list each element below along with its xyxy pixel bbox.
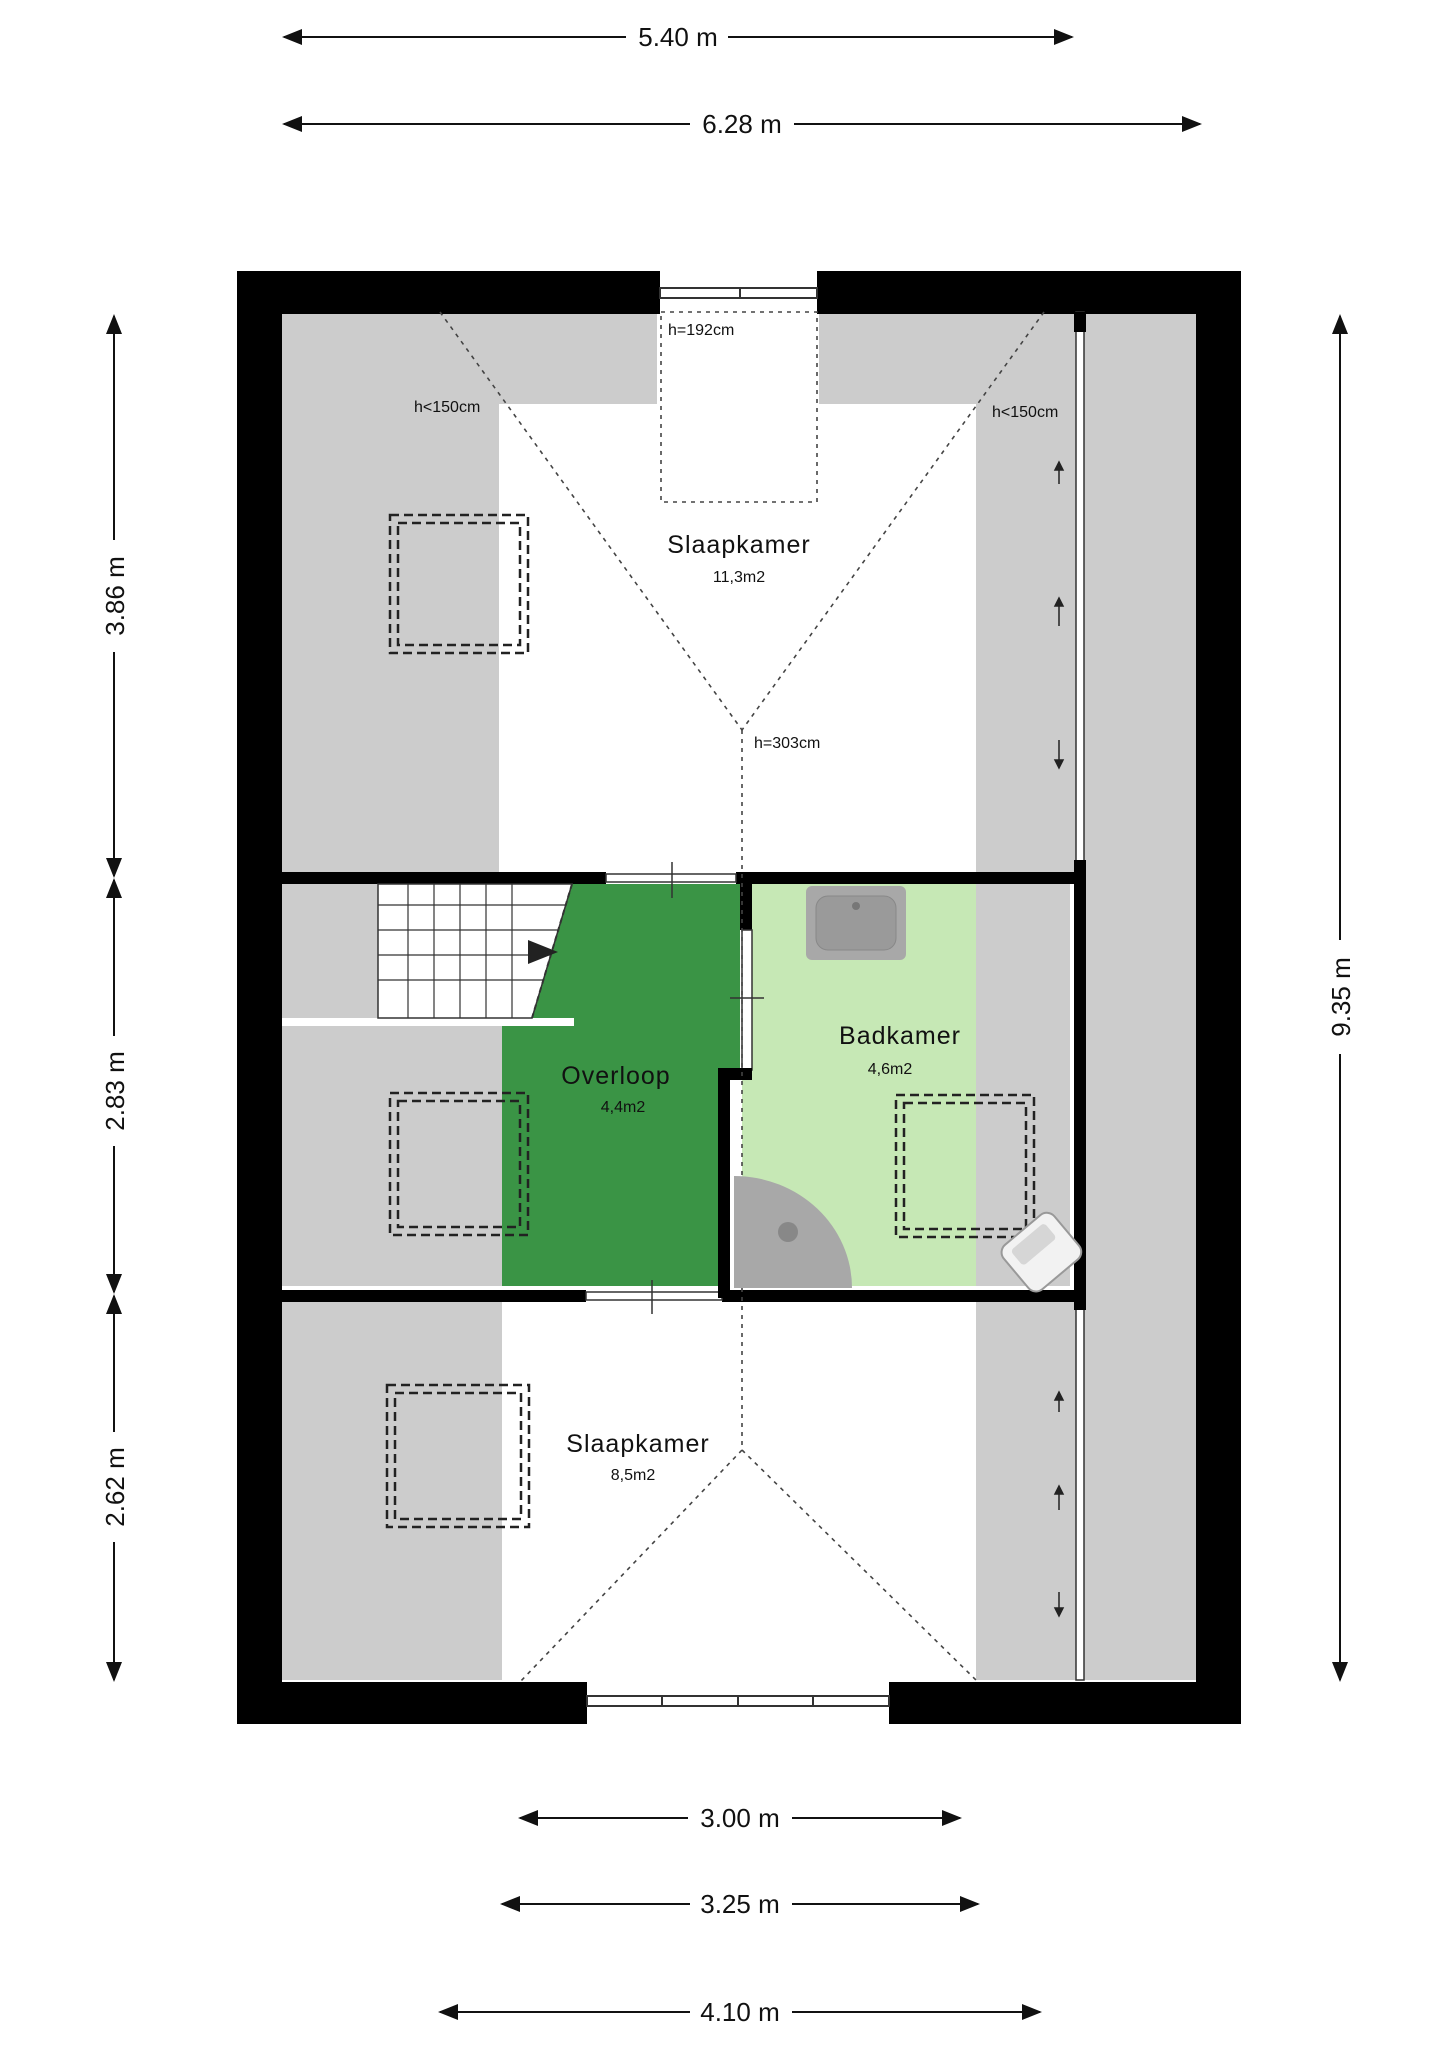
dimension-label: 4.10 m	[700, 1997, 780, 2027]
room-name: Badkamer	[839, 1022, 961, 1050]
bedroom-bottom-floor	[282, 1302, 1077, 1680]
dimension-bottom-2: 3.25 m	[500, 1889, 980, 1919]
shower-icon	[734, 1176, 852, 1288]
room-area: 4,4m2	[601, 1099, 646, 1116]
arrow-up-icon	[1053, 460, 1065, 471]
skylights	[385, 513, 1036, 1529]
dimension-label: 5.40 m	[638, 22, 718, 52]
walls	[237, 271, 1241, 1724]
height-label: h<150cm	[414, 399, 480, 416]
dimension-label: 3.00 m	[700, 1803, 780, 1833]
dimension-label: 3.25 m	[700, 1889, 780, 1919]
dimension-top-inner: 5.40 m	[282, 22, 1074, 52]
dimension-bottom-3: 4.10 m	[438, 1997, 1042, 2027]
height-label: h=303cm	[754, 735, 820, 752]
arrow-up-icon	[1053, 596, 1065, 607]
room-name: Overloop	[561, 1062, 670, 1090]
low-ceiling-zone	[282, 312, 499, 872]
landing-floor	[502, 884, 740, 1286]
bedroom-top-floor	[282, 312, 1077, 872]
dimension-label: 9.35 m	[1326, 957, 1356, 1037]
dimension-label: 3.86 m	[100, 556, 130, 636]
dimension-left-top: 3.86 m	[100, 314, 130, 878]
sink-icon	[806, 886, 906, 960]
room-name: Slaapkamer	[667, 531, 810, 559]
low-ceiling-zone	[282, 312, 657, 404]
stair-direction-arrow-icon	[528, 940, 558, 964]
room-area: 8,5m2	[611, 1467, 656, 1484]
dimension-label: 2.83 m	[100, 1051, 130, 1131]
staircase	[377, 883, 574, 1019]
dimension-label: 6.28 m	[702, 109, 782, 139]
room-area: 4,6m2	[868, 1061, 913, 1078]
low-ceiling-zone	[819, 312, 1077, 404]
dimension-right-total: 9.35 m	[1326, 314, 1356, 1682]
slope-arrows	[1053, 460, 1065, 1618]
height-label: h=192cm	[668, 322, 734, 339]
dimension-label: 2.62 m	[100, 1447, 130, 1527]
eaves-strip	[1084, 312, 1196, 1680]
dimension-left-middle: 2.83 m	[100, 878, 130, 1294]
arrow-up-icon	[1053, 1390, 1065, 1401]
roof-lines	[439, 311, 1045, 1683]
dimension-left-bottom: 2.62 m	[100, 1294, 130, 1682]
height-label: h<150cm	[992, 404, 1058, 421]
low-ceiling-zone	[282, 1302, 502, 1680]
low-ceiling-zone	[976, 312, 1077, 872]
dimension-bottom-1: 3.00 m	[518, 1803, 962, 1833]
arrow-down-icon	[1053, 759, 1065, 770]
room-area: 11,3m2	[713, 569, 765, 586]
dimension-top-outer: 6.28 m	[282, 109, 1202, 139]
arrow-down-icon	[1053, 1607, 1065, 1618]
arrow-up-icon	[1053, 1484, 1065, 1495]
room-name: Slaapkamer	[566, 1430, 709, 1458]
toilet-icon	[1000, 1211, 1083, 1293]
